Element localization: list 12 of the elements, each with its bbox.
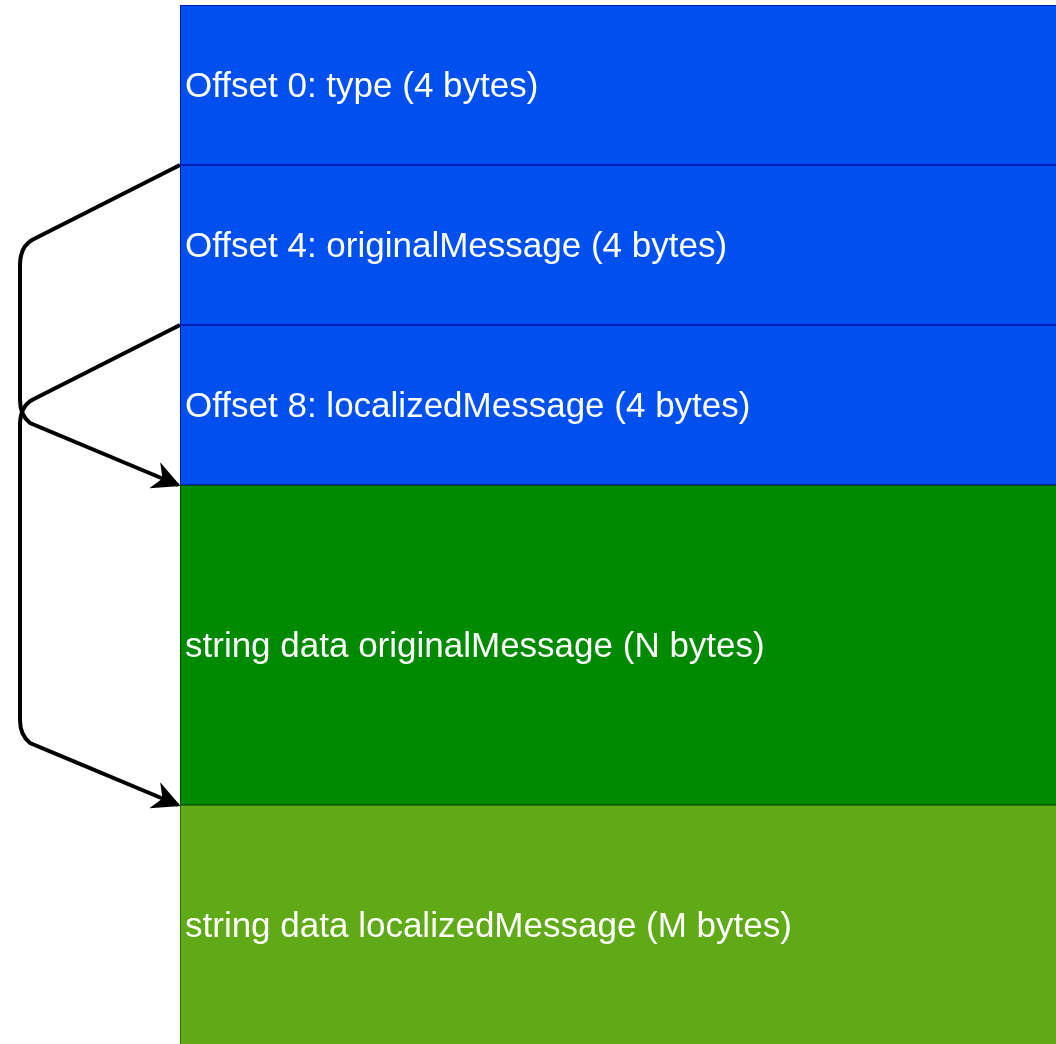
pointer-arrow: [18, 163, 181, 489]
memory-block: [180, 805, 1056, 1044]
field-label: Offset 0: type (4 bytes): [184, 65, 539, 105]
field-label: string data originalMessage (N bytes): [184, 625, 765, 665]
memory-block: [180, 165, 1056, 325]
pointer-arrow: [18, 323, 181, 809]
memory-block: [180, 325, 1056, 485]
field-label: string data localizedMessage (M bytes): [184, 905, 792, 945]
memory-block: [180, 5, 1056, 165]
field-label: Offset 4: originalMessage (4 bytes): [184, 225, 728, 265]
field-label: Offset 8: localizedMessage (4 bytes): [184, 385, 751, 425]
memory-block: [180, 485, 1056, 805]
